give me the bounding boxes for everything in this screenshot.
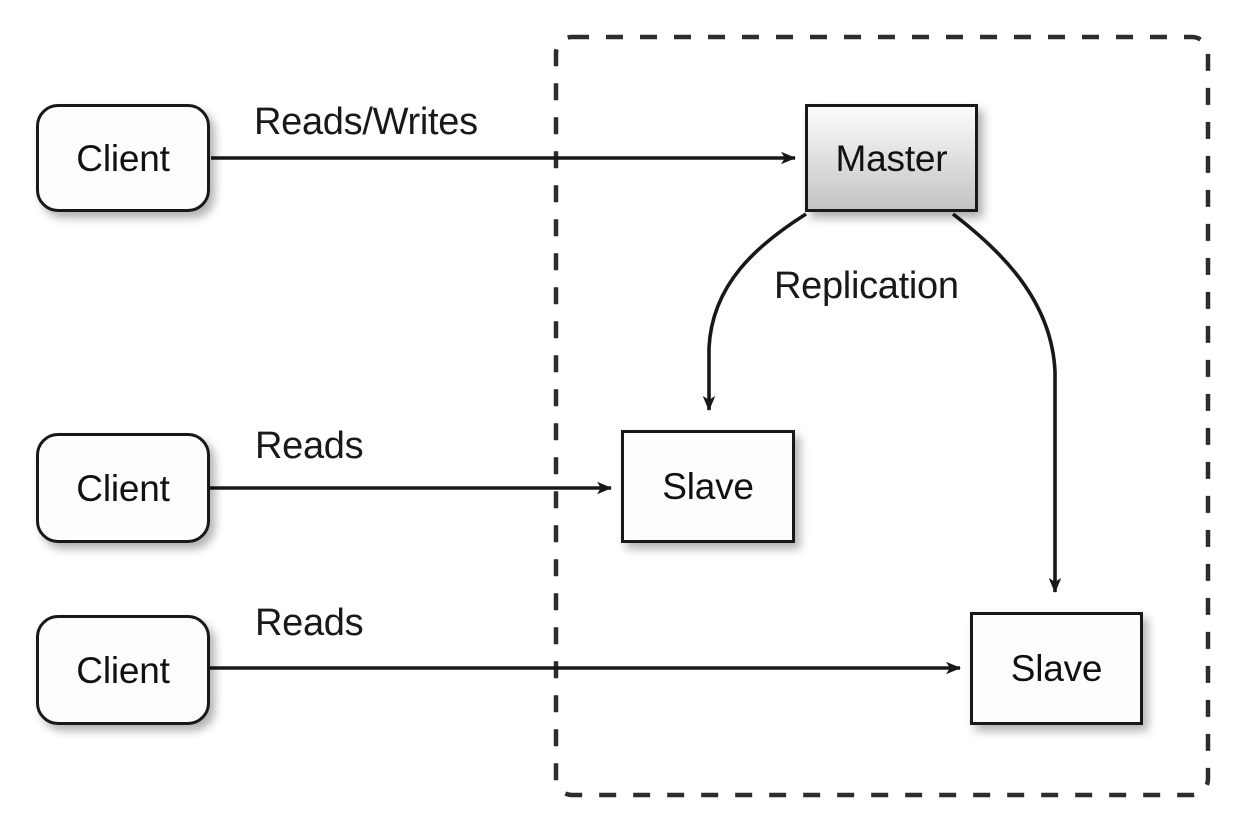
node-label: Client [76,649,170,691]
node-label: Client [76,467,170,509]
edge-master-slave1 [702,212,807,412]
edge-label-reads-writes: Reads/Writes [254,101,478,143]
node-slave-2[interactable]: Slave [970,612,1143,725]
edge-label-reads-top: Reads [255,425,364,467]
node-client-3[interactable]: Client [36,615,210,725]
node-master[interactable]: Master [805,104,978,212]
node-client-1[interactable]: Client [36,104,210,212]
edge-master-slave2 [951,212,1062,594]
node-label: Slave [1010,648,1103,689]
node-label: Client [76,137,170,179]
database-cluster-boundary [553,34,1211,798]
node-label: Master [835,137,948,179]
edge-label-replication: Replication [774,265,959,307]
node-client-2[interactable]: Client [36,433,210,543]
node-label: Slave [662,466,754,507]
edge-label-reads-bottom: Reads [255,602,364,644]
node-slave-1[interactable]: Slave [621,430,795,543]
